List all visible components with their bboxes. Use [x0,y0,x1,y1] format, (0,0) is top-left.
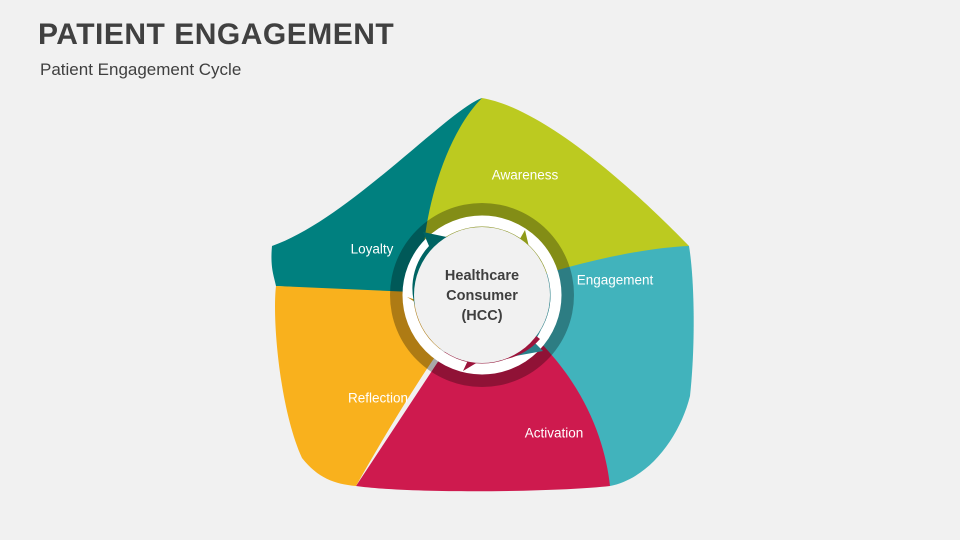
segment-awareness-label: Awareness [492,168,559,183]
segment-reflection-label: Reflection [348,391,408,406]
center-label-group: Healthcare Consumer (HCC) [445,268,519,324]
center-label-line3: (HCC) [461,308,502,324]
center-disc [414,227,550,363]
segment-loyalty-label: Loyalty [351,242,394,257]
segment-activation-shape[interactable] [356,295,610,492]
segment-activation-label: Activation [525,426,584,441]
page-title: PATIENT ENGAGEMENT [38,18,395,51]
center-white-ring [402,215,562,375]
center-label-line2: Consumer [446,288,518,304]
center-label-line1: Healthcare [445,268,519,284]
pentagon-pinwheel-svg: Loyalty Awareness Engagement Activation [271,98,694,492]
segment-engagement-label: Engagement [577,273,654,288]
segment-activation[interactable]: Activation [356,295,610,492]
patient-engagement-cycle-diagram: Loyalty Awareness Engagement Activation [252,80,712,520]
page-subtitle: Patient Engagement Cycle [40,60,242,79]
